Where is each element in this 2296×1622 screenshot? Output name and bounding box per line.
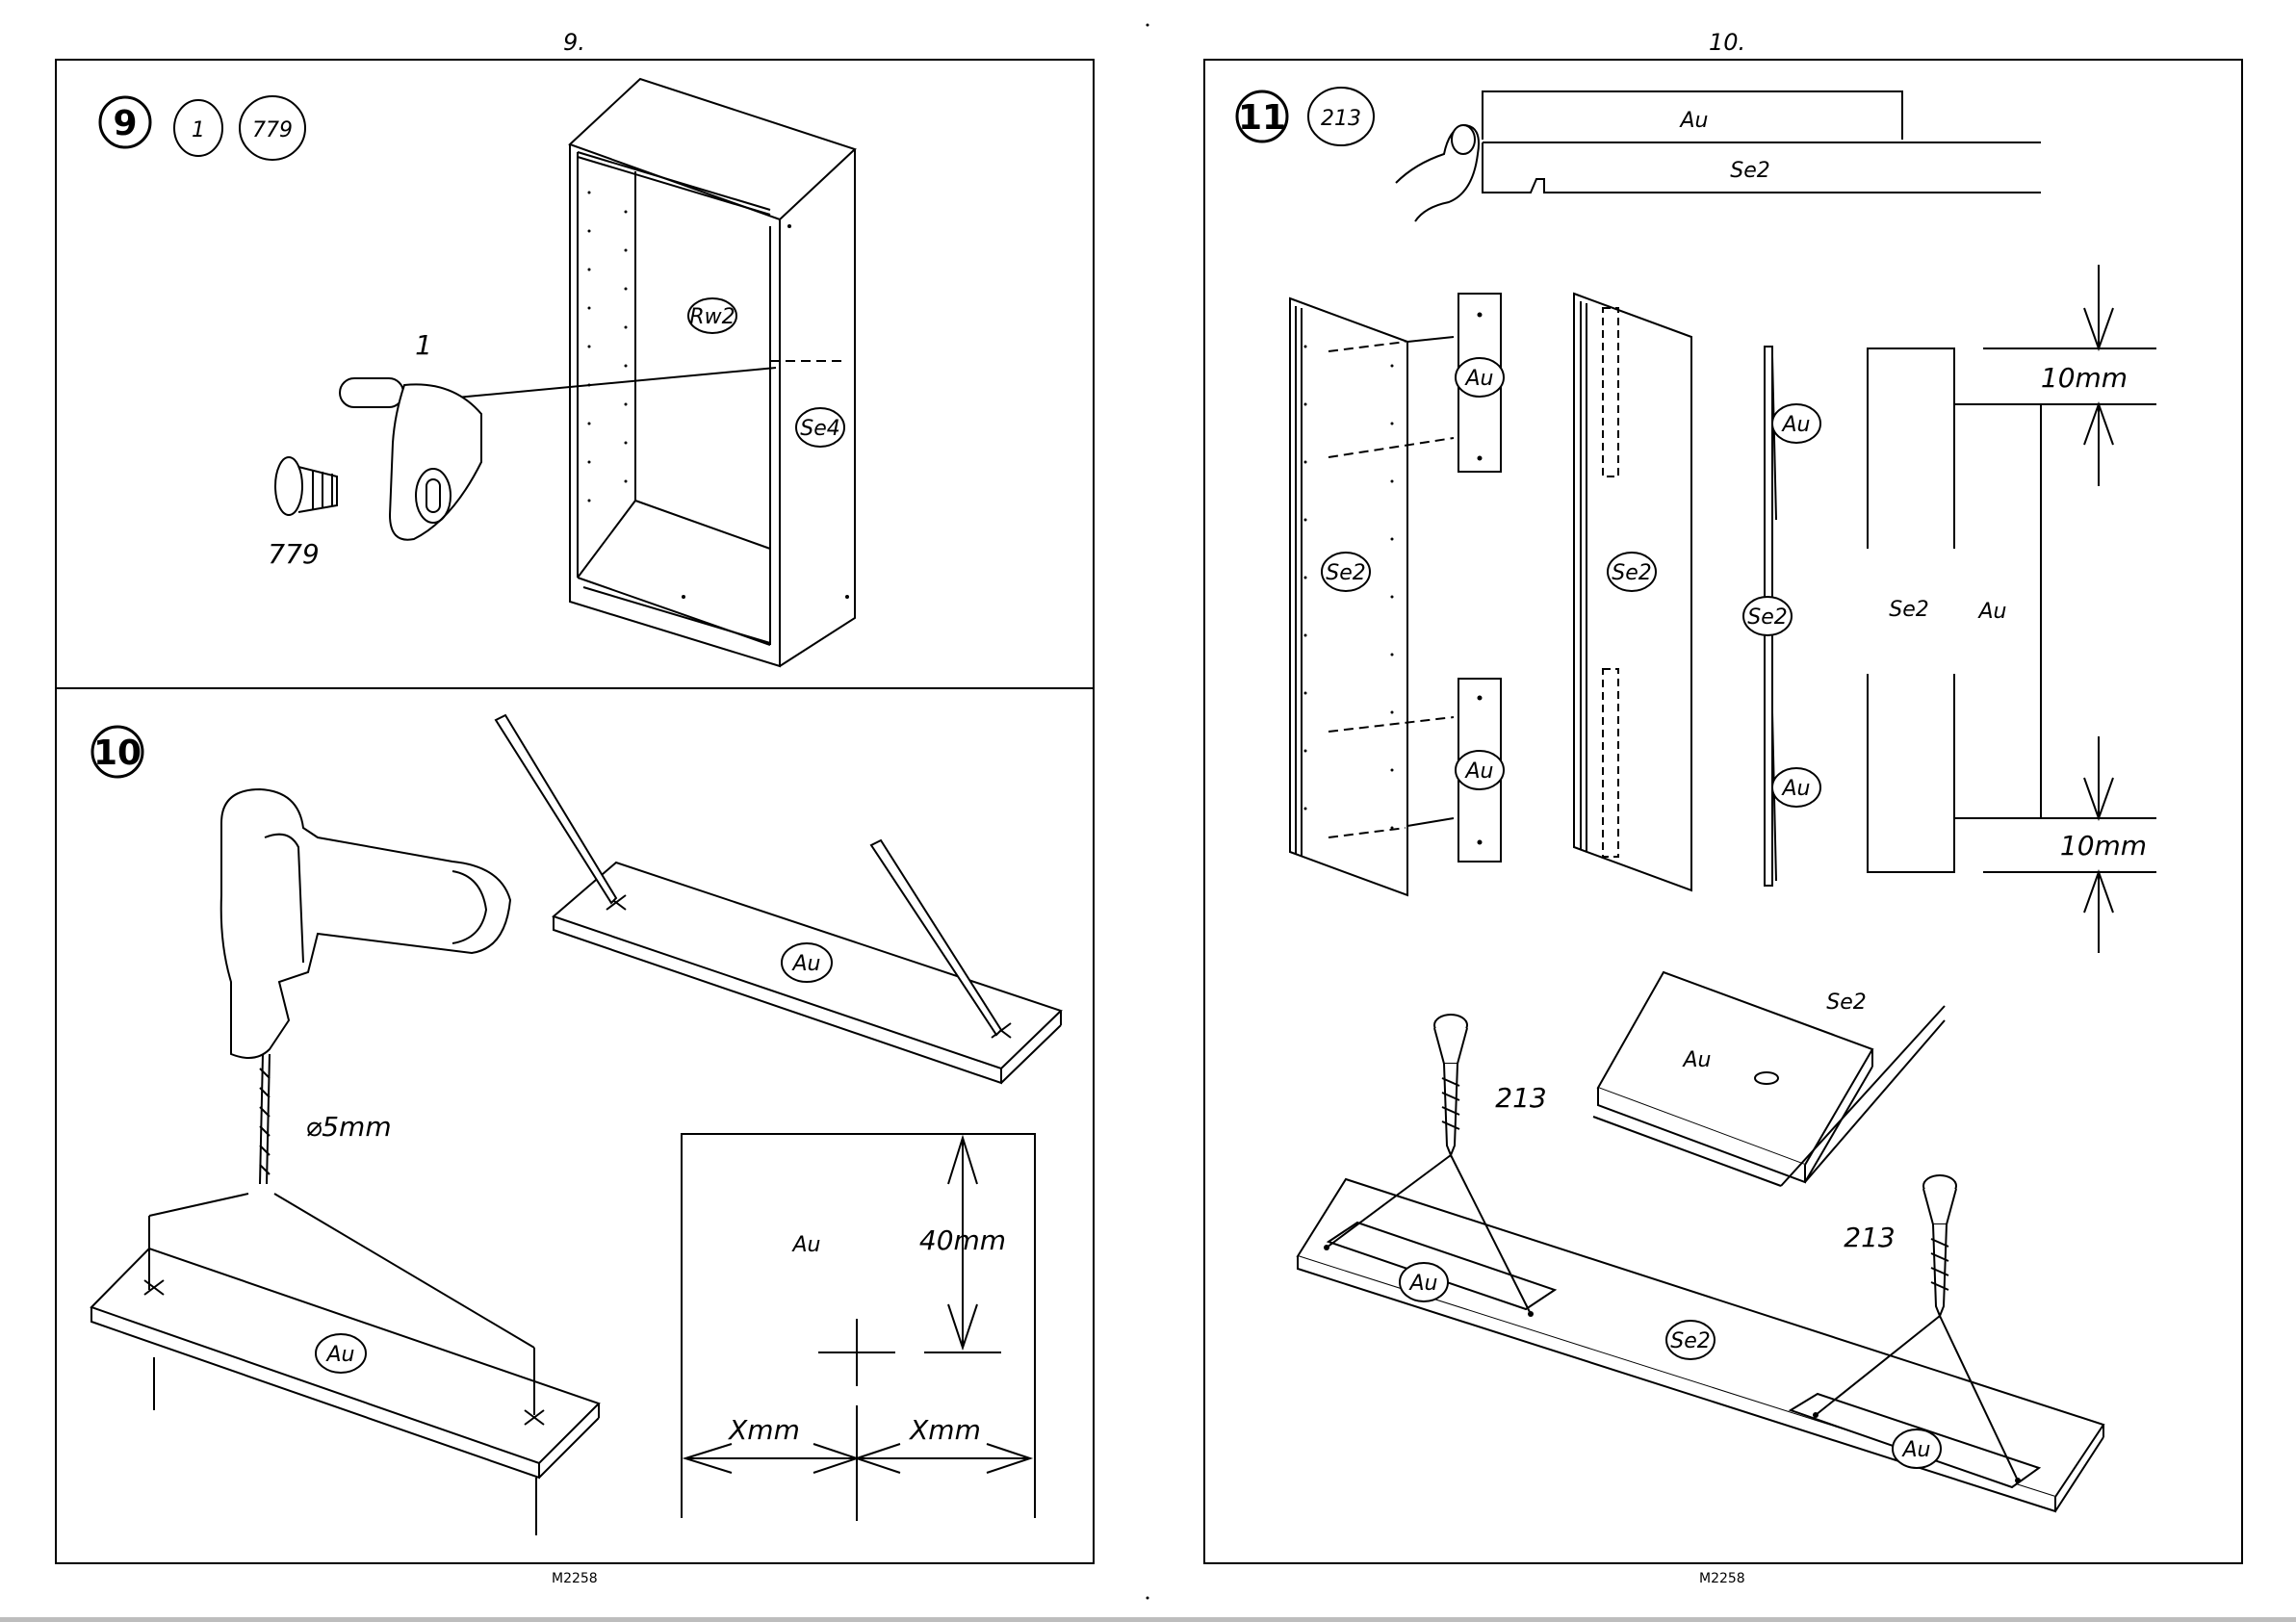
screw-icon	[275, 457, 337, 515]
assembly-screw-label-right: 213	[1844, 1222, 1895, 1253]
assembly-se2-top-label: Se2	[1826, 991, 1867, 1015]
top-se2-label: Se2	[1730, 159, 1770, 183]
se2-panel-left	[1290, 298, 1454, 895]
wardrobe-carcass	[570, 79, 855, 666]
svg-text:Au: Au	[1781, 413, 1811, 437]
page-dot-top	[1147, 24, 1149, 27]
assembly-screw-label-left: 213	[1495, 1082, 1546, 1114]
svg-text:Se2: Se2	[1326, 561, 1366, 585]
bottom-scroll-strip	[0, 1617, 2296, 1622]
assembly-se2-label: Se2	[1666, 1321, 1715, 1359]
shelf-support-icon	[340, 368, 776, 540]
step9-number: 9	[113, 104, 137, 143]
svg-text:Au: Au	[1901, 1438, 1931, 1462]
dimension-10mm-bottom: 10mm	[2060, 830, 2147, 862]
carcass-holes	[588, 192, 850, 600]
detail-xmm-right: Xmm	[908, 1414, 981, 1446]
svg-text:1: 1	[192, 118, 205, 142]
step9-badge: 9	[100, 97, 150, 147]
se2-label-left: Se2	[1322, 553, 1370, 591]
assembly-au-top-label: Au	[1682, 1048, 1712, 1072]
step10-badge: 10	[92, 727, 142, 777]
svg-text:Au: Au	[1408, 1272, 1438, 1296]
svg-text:Au: Au	[791, 952, 821, 976]
svg-text:Au: Au	[1464, 760, 1494, 784]
svg-text:Au: Au	[325, 1343, 355, 1367]
assembly-corner	[1593, 972, 1945, 1186]
step11-badge: 11	[1237, 91, 1287, 142]
page-dot-bottom	[1147, 1597, 1149, 1600]
step11-number: 11	[1238, 98, 1286, 138]
footer-code-right: M2258	[1699, 1571, 1745, 1586]
svg-text:Se2: Se2	[1612, 561, 1652, 585]
svg-text:779: 779	[252, 118, 293, 142]
svg-text:Au: Au	[1464, 367, 1494, 391]
step10-number: 10	[93, 734, 142, 773]
step9-part-1: 1	[174, 100, 222, 156]
se2-label-edge: Se2	[1743, 597, 1792, 635]
footer-code-left: M2258	[552, 1571, 598, 1586]
fitting-label: 1	[415, 329, 432, 361]
step10-au-label-lower: Au	[316, 1334, 366, 1373]
screw-label-779: 779	[268, 538, 319, 570]
detail-xmm-left: Xmm	[727, 1414, 800, 1446]
hand-icon	[1396, 125, 1479, 221]
step10-au-label-upper: Au	[782, 943, 832, 982]
assembly-au-label-left: Au	[1400, 1263, 1448, 1301]
se2-label-middle: Se2	[1608, 553, 1656, 591]
callout-se4: Se4	[796, 408, 844, 447]
drill-size-label: ⌀5mm	[305, 1111, 391, 1143]
svg-text:Au: Au	[1781, 777, 1811, 801]
step10-detail	[682, 1134, 1035, 1521]
callout-rw2: Rw2	[688, 298, 736, 333]
dimension-10mm-top: 10mm	[2041, 362, 2128, 394]
svg-text:Se4: Se4	[800, 417, 840, 441]
assembly-au-label-right: Au	[1893, 1429, 1941, 1468]
detail-au-label: Au	[791, 1233, 821, 1257]
svg-text:Rw2: Rw2	[689, 305, 735, 329]
step11-part-213: 213	[1308, 88, 1374, 145]
svg-text:Se2: Se2	[1747, 605, 1788, 630]
se2-panel-middle	[1574, 294, 1691, 890]
detail-40mm-label: 40mm	[919, 1224, 1006, 1256]
svg-text:Se2: Se2	[1670, 1329, 1711, 1353]
au-label-strip-bottom: Au	[1456, 751, 1504, 789]
au-label-strip-top: Au	[1456, 358, 1504, 397]
au-label-edge-top: Au	[1772, 404, 1820, 443]
svg-text:213: 213	[1321, 107, 1361, 131]
section-se2-label: Se2	[1889, 598, 1929, 622]
au-label-edge-bottom: Au	[1772, 768, 1820, 807]
top-au-label: Au	[1679, 109, 1709, 133]
step9-part-779: 779	[240, 96, 305, 160]
section-au-label: Au	[1977, 600, 2007, 624]
